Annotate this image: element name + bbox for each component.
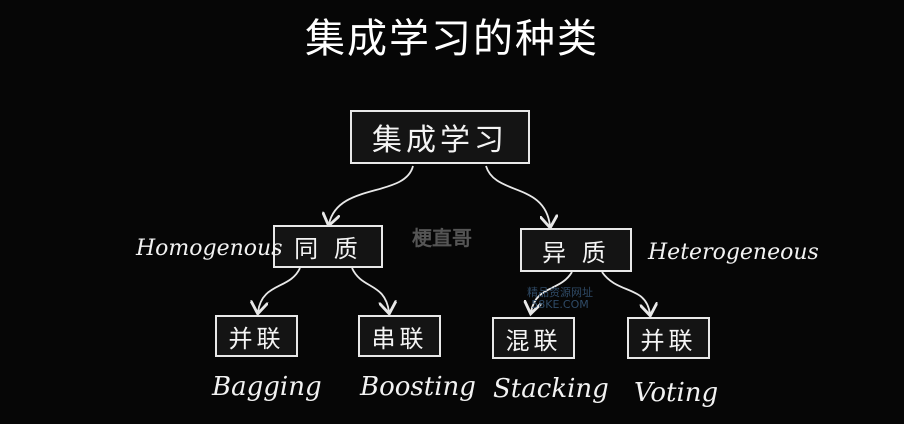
node-parallel-bagging: 并联 bbox=[215, 315, 298, 357]
arrow-heterogeneous-to-voting bbox=[601, 271, 650, 314]
node-heterogeneous: 异 质 bbox=[520, 228, 632, 272]
label-stacking: Stacking bbox=[493, 374, 609, 404]
watermark-site: 精品资源网址 58KE.COM bbox=[515, 287, 605, 311]
arrow-homogeneous-to-bagging bbox=[258, 267, 301, 312]
watermark-site-line1: 精品资源网址 bbox=[527, 286, 593, 299]
node-parallel-voting: 并联 bbox=[627, 317, 710, 359]
node-homogeneous: 同 质 bbox=[273, 225, 383, 268]
arrow-homogeneous-to-boosting bbox=[351, 267, 389, 312]
label-homogenous: Homogenous bbox=[136, 236, 283, 261]
arrow-root-to-homogeneous bbox=[329, 165, 414, 224]
watermark-center: 梗直哥 bbox=[412, 226, 472, 250]
label-voting: Voting bbox=[634, 378, 719, 408]
page-title: 集成学习的种类 bbox=[305, 16, 599, 62]
arrow-heterogeneous-to-stacking bbox=[531, 271, 573, 312]
label-bagging: Bagging bbox=[212, 372, 322, 402]
node-ensemble-learning: 集成学习 bbox=[350, 110, 530, 164]
node-serial-boosting: 串联 bbox=[358, 315, 441, 357]
label-boosting: Boosting bbox=[360, 372, 476, 402]
node-hybrid-stacking: 混联 bbox=[492, 317, 575, 359]
label-heterogeneous: Heterogeneous bbox=[648, 240, 819, 265]
arrow-root-to-heterogeneous bbox=[485, 165, 550, 226]
watermark-site-line2: 58KE.COM bbox=[531, 298, 589, 311]
